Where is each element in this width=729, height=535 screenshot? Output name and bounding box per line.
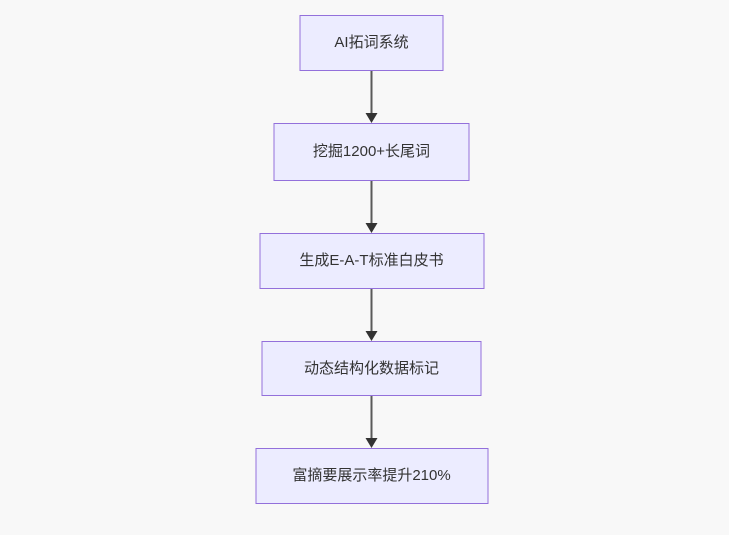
arrowhead-down-icon: [365, 113, 378, 123]
flow-node-longtail-mining: 挖掘1200+长尾词: [273, 123, 470, 181]
edge-line: [370, 289, 373, 332]
flow-edge-1: [365, 71, 378, 123]
edge-line: [370, 181, 373, 224]
flow-edge-2: [365, 181, 378, 233]
flow-node-ai-word-system: AI拓词系统: [299, 15, 444, 71]
arrowhead-down-icon: [365, 438, 378, 448]
flow-edge-4: [365, 396, 378, 448]
flow-node-label: 富摘要展示率提升210%: [292, 467, 451, 484]
edge-line: [370, 71, 373, 114]
flow-node-structured-data: 动态结构化数据标记: [261, 341, 482, 396]
flow-node-label: AI拓词系统: [334, 34, 409, 51]
flow-node-eat-whitepaper: 生成E-A-T标准白皮书: [259, 233, 484, 289]
arrowhead-down-icon: [365, 223, 378, 233]
arrowhead-down-icon: [365, 331, 378, 341]
edge-line: [370, 396, 373, 439]
flowchart: AI拓词系统 挖掘1200+长尾词 生成E-A-T标准白皮书 动态结构化数据标记: [255, 15, 488, 504]
flow-node-label: 生成E-A-T标准白皮书: [299, 252, 444, 269]
flow-node-label: 挖掘1200+长尾词: [312, 143, 431, 160]
flow-edge-3: [365, 289, 378, 341]
flow-node-rich-snippet-result: 富摘要展示率提升210%: [255, 448, 488, 504]
flow-node-label: 动态结构化数据标记: [303, 359, 439, 377]
